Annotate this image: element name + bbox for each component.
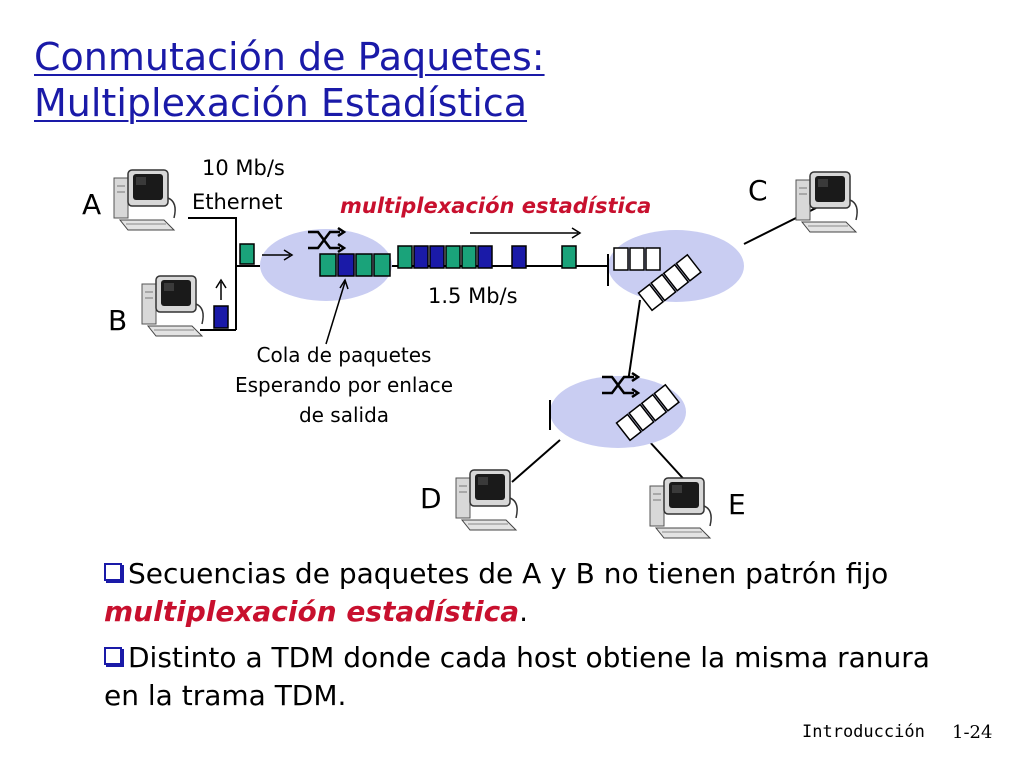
queue-pointer xyxy=(325,281,346,345)
link-a xyxy=(188,217,260,267)
trunk-speed-label: 1.5 Mb/s xyxy=(428,284,518,308)
queue-caption-line-3: de salida xyxy=(298,403,390,427)
bullet-2-text: Distinto a TDM donde cada host obtiene l… xyxy=(104,641,930,712)
queue-caption-line-1: Cola de paquetes xyxy=(256,343,432,367)
title-line-1: Conmutación de Paquetes: xyxy=(34,35,545,79)
slide-title: Conmutación de Paquetes: Multiplexación … xyxy=(34,34,734,126)
bullet-item-2: Distinto a TDM donde cada host obtiene l… xyxy=(104,639,934,715)
host-d-label: D xyxy=(420,482,442,515)
queue-caption: Cola de paquetes Esperando por enlace de… xyxy=(206,340,482,430)
output-queue xyxy=(319,253,391,277)
footer-page-number: 1-24 xyxy=(952,722,993,743)
link-speed-label: 10 Mb/s xyxy=(202,156,285,180)
host-e-label: E xyxy=(728,488,746,521)
host-c-label: C xyxy=(748,174,768,207)
queue-caption-line-2: Esperando por enlace xyxy=(234,373,454,397)
multiplexing-label: multiplexación estadística xyxy=(340,194,652,218)
bullet-item-1: Secuencias de paquetes de A y B no tiene… xyxy=(104,555,934,631)
packet-a-incoming xyxy=(239,243,255,265)
host-b-label: B xyxy=(108,304,128,337)
host-d-computer xyxy=(455,469,518,531)
bullet-list: Secuencias de paquetes de A y B no tiene… xyxy=(104,555,934,723)
trunk-packets xyxy=(397,245,577,269)
host-c-computer xyxy=(795,171,858,233)
ethernet-label: Ethernet xyxy=(192,190,283,214)
link-router-d xyxy=(627,299,641,383)
title-line-2: Multiplexación Estadística xyxy=(34,81,528,125)
bullet-box-icon xyxy=(104,563,122,581)
empty-slots-bottom xyxy=(615,383,680,442)
host-a-label: A xyxy=(82,188,102,221)
empty-slots-right xyxy=(613,247,702,312)
bullet-1-emphasis: multiplexación estadística xyxy=(104,595,520,628)
host-e-computer xyxy=(649,477,712,539)
host-a-computer xyxy=(113,169,176,231)
link-d xyxy=(511,439,561,483)
router-bottom xyxy=(549,371,686,448)
bullet-1-text: Secuencias de paquetes de A y B no tiene… xyxy=(128,557,889,590)
bullet-box-icon xyxy=(104,647,122,665)
host-b-computer xyxy=(141,275,204,337)
bullet-1-tail: . xyxy=(519,595,529,628)
footer-section: Introducción xyxy=(802,722,925,742)
packet-b-incoming xyxy=(213,305,229,329)
